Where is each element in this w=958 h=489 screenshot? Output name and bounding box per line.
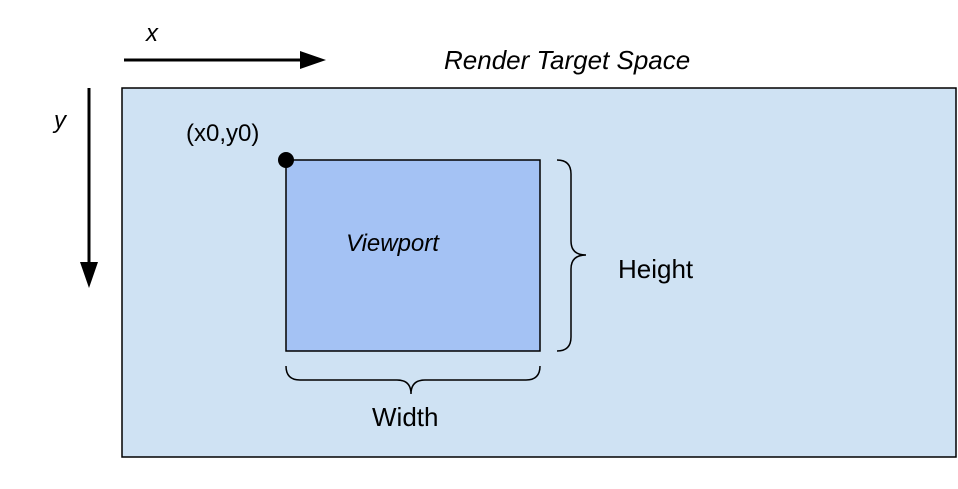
y-axis-label: y bbox=[52, 107, 68, 134]
x-axis-arrowhead bbox=[300, 51, 326, 69]
x-axis-label: x bbox=[145, 20, 159, 47]
origin-point bbox=[278, 152, 294, 168]
render-target-title: Render Target Space bbox=[444, 45, 690, 75]
width-label: Width bbox=[372, 402, 438, 432]
viewport-label: Viewport bbox=[346, 230, 440, 257]
height-brace bbox=[556, 159, 587, 352]
viewport-rect bbox=[285, 159, 541, 352]
height-label: Height bbox=[618, 254, 694, 284]
y-axis-arrowhead bbox=[80, 262, 98, 288]
width-brace bbox=[285, 365, 541, 395]
origin-label: (x0,y0) bbox=[186, 120, 259, 147]
